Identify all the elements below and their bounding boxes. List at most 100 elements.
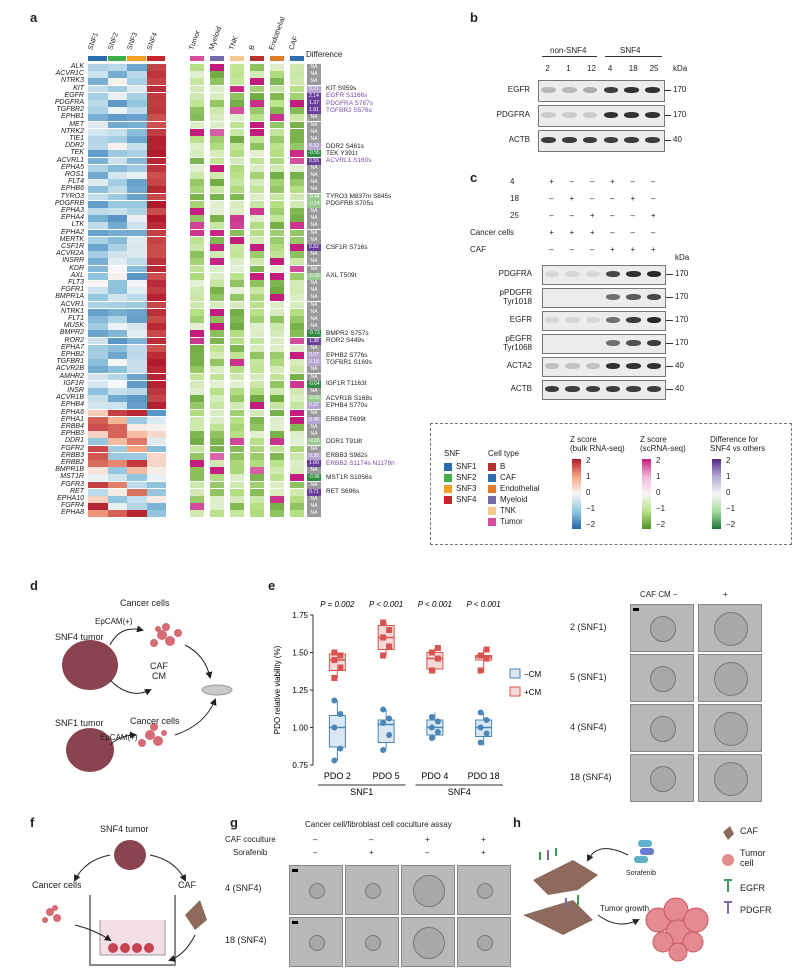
sc-heatmap-cell [210,71,224,78]
legend-snf-swatch [444,496,452,504]
blot-c-membrane [542,265,666,285]
legend-swatch [509,668,521,679]
sc-heatmap-cell [290,92,304,100]
heatmap-cell [127,330,147,338]
heatmap-cell [146,229,166,237]
sc-heatmap-cell [230,143,244,150]
blot-band [565,363,580,369]
blot-band [645,87,660,93]
blot-c-mark: – [630,177,635,186]
blot-c-mark: – [650,177,656,186]
data-point [337,652,344,659]
sc-heatmap-cell [250,157,264,165]
sc-heatmap-cell [210,294,224,302]
difference-value: NA [307,308,321,316]
gene-label: EPHA6 [61,408,84,416]
heatmap-cell [88,272,108,280]
sc-heatmap-cell [190,244,204,251]
gene-label: FGFR3 [61,480,84,488]
sc-heatmap-cell [290,121,304,129]
gene-label: EPHA2 [61,228,84,236]
blot-band [585,363,600,369]
difference-value: -0.73 [307,330,321,338]
heatmap-cell [146,287,166,294]
e-col-minus: – [673,590,678,599]
sc-heatmap-cell [190,200,204,208]
blot-c-mark: – [610,194,615,203]
sc-heatmap-cell [190,287,204,294]
blot-band [645,137,660,143]
heatmap-cell [127,258,147,266]
sc-heatmap-cell [190,352,204,359]
sc-heatmap-cell [190,359,204,366]
g-condition-label: Sorafenib [233,848,268,857]
data-point [477,652,484,659]
blot-b-kda: 170 [673,85,687,94]
legend-swatch [509,686,521,697]
sc-heatmap-cell [190,71,204,78]
heatmap-cell [127,272,147,280]
gene-label: EPHB6 [61,185,84,193]
blot-band [646,317,661,323]
sc-heatmap-cell [290,107,304,114]
sc-heatmap-cell [250,496,264,503]
scale-bar [633,608,639,611]
sc-heatmap-cell [290,373,304,381]
heatmap-cell [107,143,127,150]
blot-band [582,87,598,93]
sc-heatmap-cell [270,301,284,309]
data-point [428,649,435,656]
phospho-site-annotation: DDR1 T918t [326,437,363,445]
kda-tick [666,389,673,390]
heatmap-cell [88,467,108,474]
sc-heatmap-cell [290,200,304,208]
sc-heatmap-cell [230,452,244,460]
heatmap-cell [107,337,127,345]
legend-gradient-bar [572,459,581,529]
sc-heatmap-cell [210,100,224,107]
blot-c-mark: + [589,211,595,220]
heatmap-col-header: SNF2 [106,31,120,51]
sc-heatmap-cell [290,395,304,402]
difference-value: NA [307,287,321,295]
sc-heatmap-cell [290,402,304,410]
difference-value: NA [307,431,321,439]
organoid [413,927,445,959]
heatmap-cell [107,258,127,266]
sc-heatmap-cell [230,215,244,222]
gene-label: PDGFRA [54,99,84,106]
heatmap-cell [146,452,166,460]
heatmap-cell [127,460,147,467]
difference-value: -0.30 [307,272,321,280]
heatmap-cell [146,107,166,114]
blot-c-mark: + [569,194,575,203]
heatmap-cell [146,488,166,496]
sc-heatmap-cell [230,251,244,258]
blot-band [545,317,560,323]
difference-value: NA [307,503,321,511]
sc-heatmap-cell [230,337,244,345]
data-point [386,643,393,650]
sc-heatmap-cell [290,85,304,93]
sc-heatmap-cell [290,330,304,338]
heatmap-cell [127,121,147,129]
heatmap-cell [127,222,147,230]
blot-c-row-label: pPDGFR Tyr1018 [499,288,532,306]
sc-heatmap-cell [190,373,204,381]
heatmap-cell [146,467,166,474]
heatmap-cell [88,136,108,143]
sc-heatmap-cell [270,510,284,518]
sc-heatmap-cell [230,416,244,424]
blot-c-mark: – [569,177,574,186]
sc-heatmap-cell [250,143,264,150]
blot-band [624,137,640,143]
legend-snf-title: SNF [444,449,460,458]
difference-value: NA [307,481,321,489]
sc-heatmap-cell [190,452,204,460]
heatmap-cell [107,114,127,122]
sc-heatmap-cell [190,193,204,201]
panel-label-b: b [470,10,478,25]
heatmap-cell [88,330,108,338]
celltype-color-bar [230,56,244,61]
heatmap-cell [146,136,166,143]
